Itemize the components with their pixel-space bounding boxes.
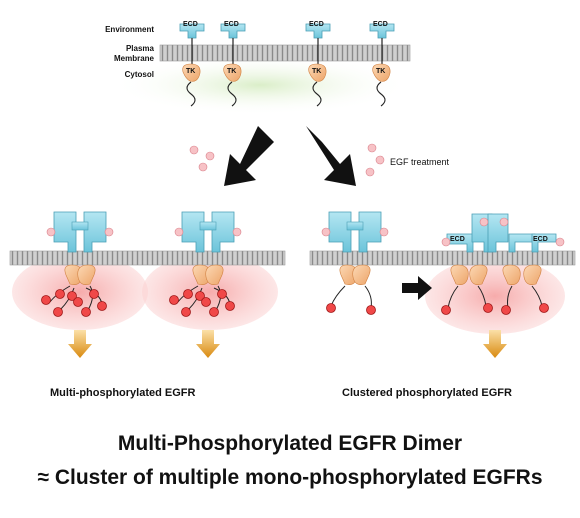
- ecd-label: ECD: [309, 21, 324, 28]
- ecd-label: ECD: [533, 236, 548, 243]
- egf-ligands: [189, 143, 385, 177]
- signal-arrow: [483, 330, 507, 358]
- transition-arrow-left: [224, 126, 274, 186]
- egfr-dimer: [41, 211, 114, 317]
- title-line-1: Multi-Phosphorylated EGFR Dimer: [117, 432, 463, 455]
- environment-label: Environment: [105, 25, 154, 34]
- signaling-zone: [425, 258, 565, 334]
- ecd-label: ECD: [450, 236, 465, 243]
- ecd-label: ECD: [183, 21, 198, 28]
- tk-label: TK: [186, 68, 196, 75]
- cytosol-glow: [110, 55, 410, 115]
- plasma-membrane-top: [159, 44, 411, 62]
- plasma-membrane-left: [9, 250, 286, 266]
- caption-multi-phosphorylated: Multi-phosphorylated EGFR: [50, 387, 196, 399]
- clustering-arrow: [402, 276, 432, 300]
- egfr-monomer: [305, 23, 331, 107]
- transition-arrow-right: [306, 126, 356, 186]
- cytosol-label: Cytosol: [124, 70, 154, 79]
- signaling-zone: [12, 254, 148, 330]
- caption-clustered: Clustered phosphorylated EGFR: [342, 387, 512, 399]
- egfr-dimer-inactive: [321, 211, 389, 315]
- membrane-label: Membrane: [113, 54, 154, 63]
- title-line-2: ≈ Cluster of multiple mono-phosphorylate…: [37, 466, 543, 489]
- signal-arrow: [68, 330, 92, 358]
- tk-label: TK: [312, 68, 322, 75]
- ecd-label: ECD: [373, 21, 388, 28]
- egfr-dimer: [169, 211, 242, 317]
- egfr-monomer: [220, 23, 246, 107]
- signaling-zone: [142, 254, 278, 330]
- egf-treatment-label: EGF treatment: [390, 157, 450, 167]
- egfr-monomer: [179, 23, 205, 107]
- plasma-label: Plasma: [125, 44, 154, 53]
- egfr-monomer: [369, 23, 395, 107]
- plasma-membrane-right: [309, 250, 576, 266]
- tk-label: TK: [376, 68, 386, 75]
- ecd-label: ECD: [224, 21, 239, 28]
- egfr-cluster: [441, 213, 565, 315]
- tk-label: TK: [227, 68, 237, 75]
- signal-arrow: [196, 330, 220, 358]
